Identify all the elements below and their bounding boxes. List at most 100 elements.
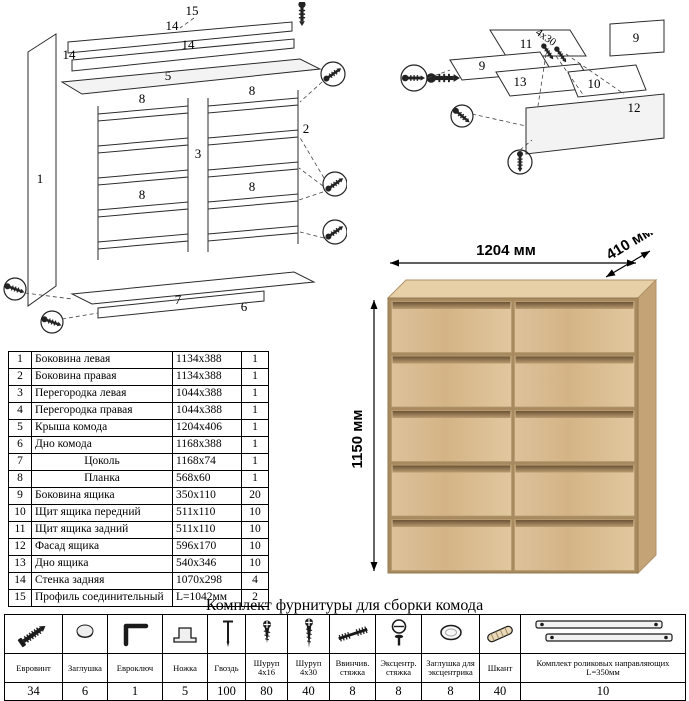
part-num: 1 <box>8 351 32 369</box>
part-label: 8 <box>249 83 256 98</box>
fastener-detail-circle <box>322 219 347 245</box>
part-qty: 10 <box>241 538 269 556</box>
screw-4x30-icon <box>304 618 313 648</box>
fastener-detail-circle <box>3 277 27 301</box>
part-num: 13 <box>8 555 32 573</box>
dowel-screw-icon <box>337 626 368 642</box>
hardware-qty: 1 <box>107 682 163 701</box>
drawer-rail <box>97 137 189 154</box>
part-qty: 1 <box>241 351 269 369</box>
drawer-rail <box>207 129 299 146</box>
drawer-rail <box>97 201 189 218</box>
part-qty: 4 <box>241 572 269 590</box>
part-name: Дно комода <box>31 436 173 454</box>
part-name: Боковина левая <box>31 351 173 369</box>
part-qty: 1 <box>241 453 269 471</box>
dowel-icon <box>487 625 513 643</box>
part-name: Боковина правая <box>31 368 173 386</box>
part-size: 511x110 <box>172 504 242 522</box>
part-num: 11 <box>8 521 32 539</box>
part-name: Профиль соединительный <box>31 589 173 607</box>
part-num: 4 <box>8 402 32 420</box>
hardware-name: Евроключ <box>107 653 163 683</box>
screw-icon <box>324 175 345 193</box>
part-name: Щит ящика задний <box>31 521 173 539</box>
hardware-name: Заглушка для эксцентрика <box>421 653 480 683</box>
drawer-rail <box>97 169 189 186</box>
drawer-handle-groove <box>392 465 511 473</box>
hardware-qty: 5 <box>162 682 208 701</box>
fastener-detail-circle <box>322 171 347 197</box>
part-size: 511x110 <box>172 521 242 539</box>
hex-key-icon <box>123 623 149 647</box>
part-name: Фасад ящика <box>31 538 173 556</box>
part-label: 10 <box>588 76 601 91</box>
screw-icon <box>426 73 460 83</box>
part-label: 14 <box>166 18 180 33</box>
drawer-handle-groove <box>515 302 634 309</box>
part-label: 9 <box>479 58 486 73</box>
drawer-front <box>514 355 635 408</box>
fastener-detail-circle <box>40 310 64 334</box>
hardware-name: Комплект роликовых направляющих L=350мм <box>520 653 686 683</box>
hardware-name: Евровинт <box>4 653 63 683</box>
part-label: 9 <box>633 30 640 45</box>
exploded-view-chest: 15 14 14 14 5 1 8 8 8 8 3 2 7 6 <box>3 2 347 334</box>
screw-icon <box>401 74 425 82</box>
hardware-qty: 40 <box>287 682 330 701</box>
drawer-handle-groove <box>392 302 511 309</box>
part-label: 7 <box>175 292 182 307</box>
part-name: Дно ящика <box>31 555 173 573</box>
part-label: 14 <box>63 47 77 62</box>
drawer-rail <box>207 97 299 114</box>
drawer-back-panel <box>489 29 587 57</box>
part-num: 5 <box>8 419 32 437</box>
screw-icon <box>517 151 523 172</box>
drawer-fronts <box>391 301 635 571</box>
hardware-name: Шуруп 4x16 <box>245 653 288 683</box>
part-qty: 10 <box>241 504 269 522</box>
drawer-front <box>514 464 635 517</box>
drawer-handle-groove <box>392 356 511 364</box>
hardware-name: Шкант <box>479 653 521 683</box>
part-num: 7 <box>8 453 32 471</box>
part-size: 1168x74 <box>172 453 242 471</box>
part-label: 12 <box>628 100 641 115</box>
part-qty: 1 <box>241 368 269 386</box>
nail-icon <box>223 620 233 647</box>
part-size: 1204x406 <box>172 419 242 437</box>
drawer-facade-panel <box>525 93 665 155</box>
part-size: 1134x388 <box>172 351 242 369</box>
drawer-front <box>391 355 512 408</box>
drawer-front <box>391 519 512 571</box>
drawer-rail <box>207 225 299 242</box>
roof-panel <box>60 58 322 95</box>
part-qty: 1 <box>241 470 269 488</box>
part-name: Крыша комода <box>31 419 173 437</box>
part-size: 1168x388 <box>172 436 242 454</box>
part-label: 11 <box>520 36 533 51</box>
part-label: 15 <box>186 3 199 18</box>
part-num: 12 <box>8 538 32 556</box>
part-label: 2 <box>303 121 310 136</box>
part-qty: 10 <box>241 521 269 539</box>
part-name: Цоколь <box>31 453 173 471</box>
back-wall-panel <box>67 21 293 54</box>
part-size: 1134x388 <box>172 368 242 386</box>
part-size: 596x170 <box>172 538 242 556</box>
hardware-qty-row: 34 6 1 5 100 80 40 8 8 8 40 10 <box>4 682 686 701</box>
cap-icon <box>76 624 94 638</box>
part-size: 568x60 <box>172 470 242 488</box>
plinth-panel <box>97 290 265 319</box>
part-size: L=1042мм <box>172 589 242 607</box>
part-num: 9 <box>8 487 32 505</box>
part-size: 350x110 <box>172 487 242 505</box>
drawer-rail <box>207 193 299 210</box>
